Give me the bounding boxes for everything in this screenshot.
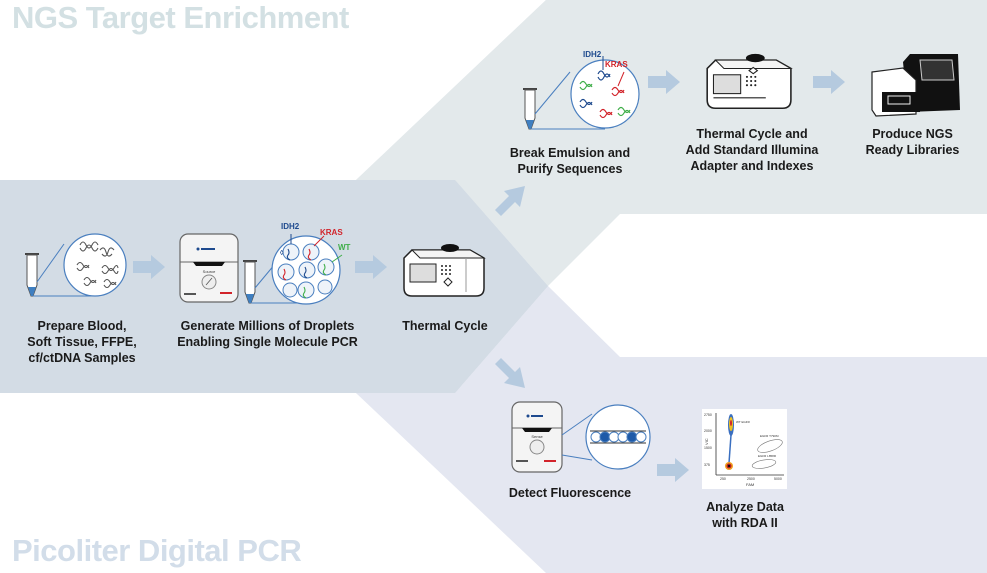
x-tick: 2500 (747, 477, 755, 481)
thermal-cycler-icon (706, 53, 793, 110)
y-tick: 2750 (704, 413, 712, 417)
tube-icon (25, 253, 39, 297)
ngs-sequencer-icon (871, 54, 960, 117)
tube-icon (243, 260, 257, 304)
x-axis-label: FAM (746, 482, 754, 487)
sample-tube-icon (25, 233, 127, 297)
step-produce-label: Produce NGS Ready Libraries (865, 127, 960, 157)
y-tick: 375 (704, 463, 710, 467)
scatter-plot-thumbnail: 2750 2000 1500 375 250 2500 5000 FAM VIC… (702, 409, 787, 489)
y-axis-label: VIC (704, 438, 709, 445)
sample-circle-icon (63, 233, 127, 297)
step-prepare-label: Prepare Blood, Soft Tissue, FFPE, cf/ctD… (27, 319, 137, 365)
cluster-label: EGFR L858R (758, 454, 777, 458)
section-title-ngs: NGS Target Enrichment (12, 0, 349, 35)
arrow-right-icon (355, 255, 387, 279)
y-tick: 2000 (704, 429, 712, 433)
droplet-partition-icon: ◊ (243, 234, 343, 305)
marker-idh2: IDH2 (281, 222, 300, 231)
arrow-right-icon (657, 458, 689, 482)
tube-icon (523, 88, 537, 130)
arrow-down-right-icon (495, 358, 525, 388)
droplet-generator-device-icon: Source (179, 233, 239, 303)
x-tick: 5000 (774, 477, 782, 481)
top-diagonal-band (356, 0, 987, 286)
purified-dna-icon (523, 56, 640, 130)
marker-idh2: IDH2 (583, 50, 602, 59)
droplet-reader-icon: Sense (511, 401, 651, 473)
device-name: Source (203, 269, 216, 274)
step-thermal-illumina-label: Thermal Cycle and Add Standard Illumina … (685, 127, 819, 173)
device-name: Sense (531, 434, 543, 439)
marker-kras: KRAS (605, 60, 628, 69)
cluster-label: WT EGFR (736, 420, 751, 424)
y-tick: 1500 (704, 446, 712, 450)
cluster-label: EGFR T790M (760, 434, 779, 438)
marker-wt: WT (338, 243, 351, 252)
step-detect-label: Detect Fluorescence (508, 486, 632, 500)
step-generate-label: Generate Millions of Droplets Enabling S… (177, 319, 358, 349)
bottom-diagonal-band (356, 286, 987, 573)
left-chevron-band (0, 180, 548, 393)
section-title-dpcr: Picoliter Digital PCR (12, 533, 302, 568)
step-thermal-label: Thermal Cycle (402, 319, 488, 333)
arrow-right-icon (813, 70, 845, 94)
step-analyze-label: Analyze Data with RDA II (706, 500, 784, 530)
arrow-right-icon (133, 255, 165, 279)
scatter-plot-icon: 2750 2000 1500 375 250 2500 5000 FAM VIC… (704, 413, 784, 487)
thermal-cycler-icon (403, 244, 486, 297)
arrow-right-icon (648, 70, 680, 94)
x-tick: 250 (720, 477, 726, 481)
marker-kras: KRAS (320, 228, 343, 237)
dna-strands-icon (76, 241, 119, 289)
step-break-label: Break Emulsion and Purify Sequences (509, 146, 631, 176)
arrow-up-right-icon (495, 186, 525, 216)
svg-text:◊: ◊ (280, 250, 284, 257)
